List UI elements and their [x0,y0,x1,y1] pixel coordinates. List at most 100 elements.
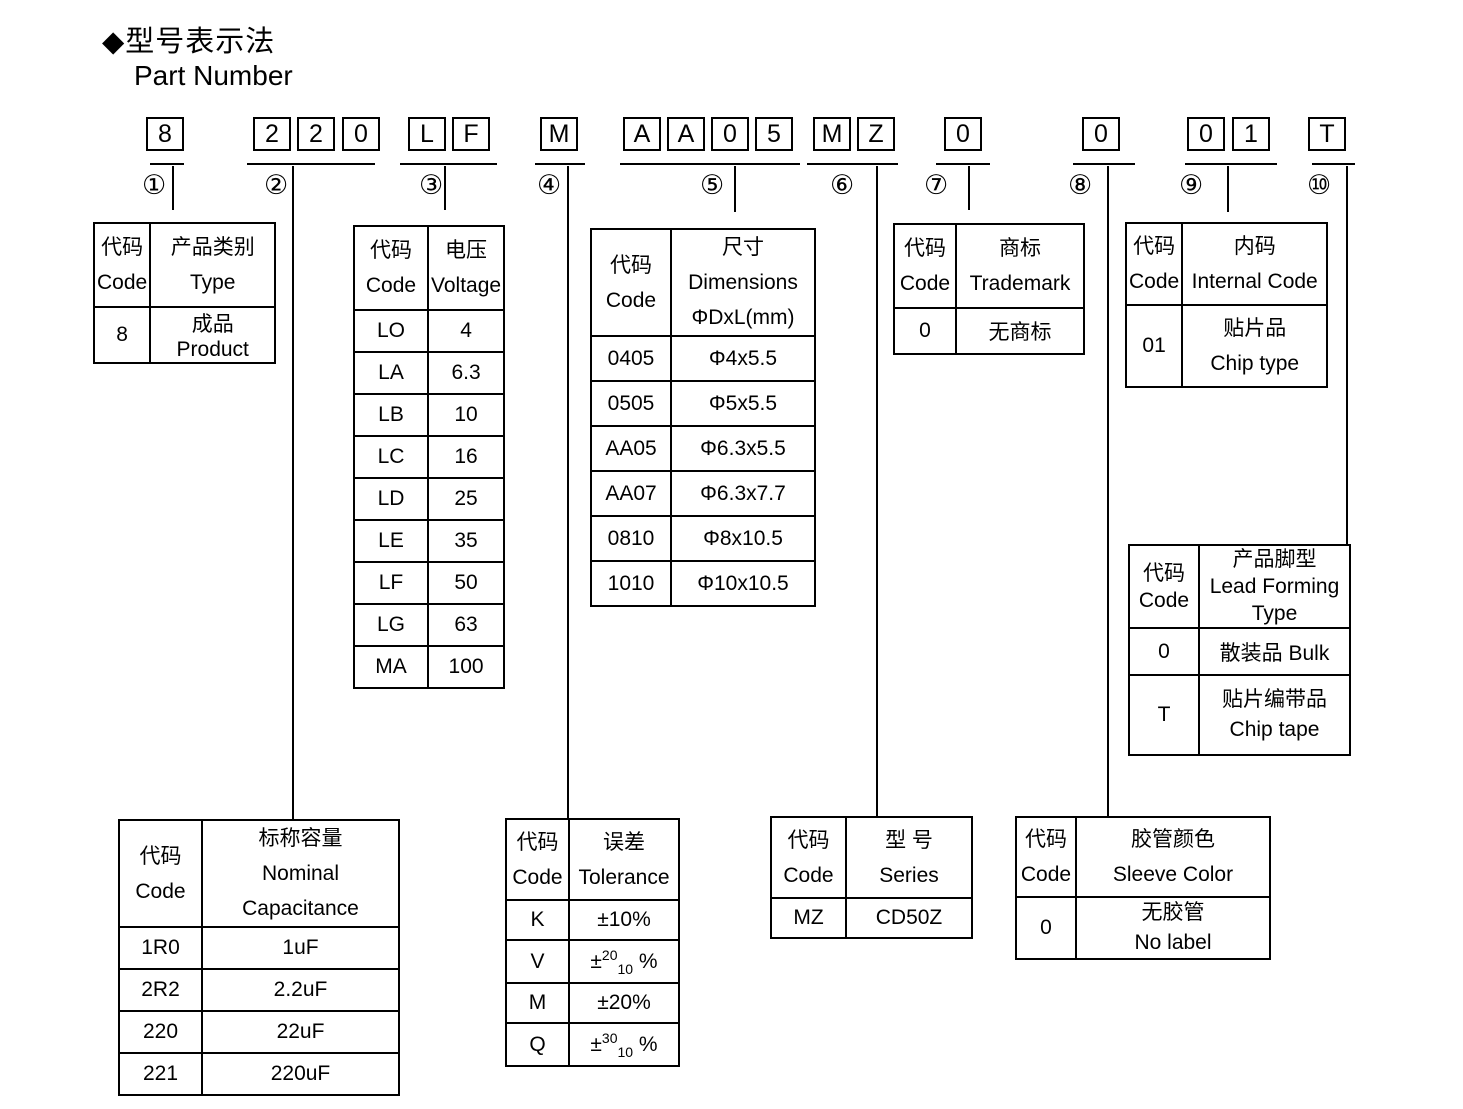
pn-char: A [667,117,705,151]
value-cell: 2.2uF [201,968,400,1012]
code-cell: 0 [1015,896,1077,960]
value-cell: ±2010 % [568,939,680,984]
pn-char: 2 [253,117,291,151]
group-marker-1: ① [142,170,167,200]
table-row: 0 散装品 Bulk [1128,627,1351,676]
value-cell: Φ10x10.5 [670,560,816,607]
code-cell: 0 [893,307,957,355]
connector-line-5 [734,166,736,212]
pn-char: 2 [297,117,335,151]
table-row: MZ CD50Z [770,897,973,939]
pn-char: M [540,117,578,151]
code-cell: 1010 [590,560,672,607]
value-cell: 63 [426,603,506,647]
value-cell: 220uF [201,1052,400,1096]
page-title-en: Part Number [134,60,293,91]
table-row: V ±2010 % [505,939,680,984]
code-cell: 221 [118,1052,203,1096]
code-cell: 8 [92,306,152,364]
connector-line-9 [1227,166,1229,212]
code-cell: 2R2 [118,968,203,1012]
pn-char: 0 [1082,117,1120,151]
value-cell: 成品 Product [149,306,277,364]
code-cell: 0810 [590,515,672,562]
code-cell: 0405 [590,335,672,382]
group-underline-10 [1312,163,1355,165]
value-cell: ±3010 % [568,1022,680,1067]
table-row: Q ±3010 % [505,1022,680,1067]
page-title: ◆型号表示法 [102,26,276,58]
value-cell: 6.3 [426,351,506,395]
value-cell: Φ4x5.5 [670,335,816,382]
pn-char: T [1308,117,1346,151]
code-cell: 220 [118,1010,203,1054]
group-underline-1 [150,163,184,165]
code-cell: 01 [1124,304,1184,388]
value-cell: 22uF [201,1010,400,1054]
group-marker-3: ③ [419,170,444,200]
pn-char: F [452,117,490,151]
connector-line-2 [292,166,294,819]
code-cell: LA [353,351,429,395]
value-cell: Φ6.3x7.7 [670,470,816,517]
value-cell: 10 [426,393,506,437]
value-cell: 35 [426,519,506,563]
group-underline-6 [807,163,898,165]
value-cell: ±20% [568,982,680,1024]
table-row: M ±20% [505,982,680,1024]
value-cell: ±10% [568,899,680,941]
pn-char: A [623,117,661,151]
code-cell: LE [353,519,429,563]
pn-char: L [408,117,446,151]
connector-line-3 [444,166,446,210]
connector-line-1 [172,166,174,210]
pn-char: 0 [342,117,380,151]
code-cell: T [1128,674,1200,756]
value-cell: 1uF [201,926,400,970]
value-cell: CD50Z [845,897,973,939]
value-cell: 100 [426,645,506,689]
group-underline-4 [535,163,585,165]
code-cell: 0505 [590,380,672,427]
group-marker-8: ⑧ [1068,170,1093,200]
pn-char: 0 [944,117,982,151]
pn-char: Z [857,117,895,151]
pn-char: 8 [146,117,184,151]
code-cell: MA [353,645,429,689]
group-underline-5 [620,163,800,165]
value-cell: Φ5x5.5 [670,380,816,427]
value-cell: Φ8x10.5 [670,515,816,562]
